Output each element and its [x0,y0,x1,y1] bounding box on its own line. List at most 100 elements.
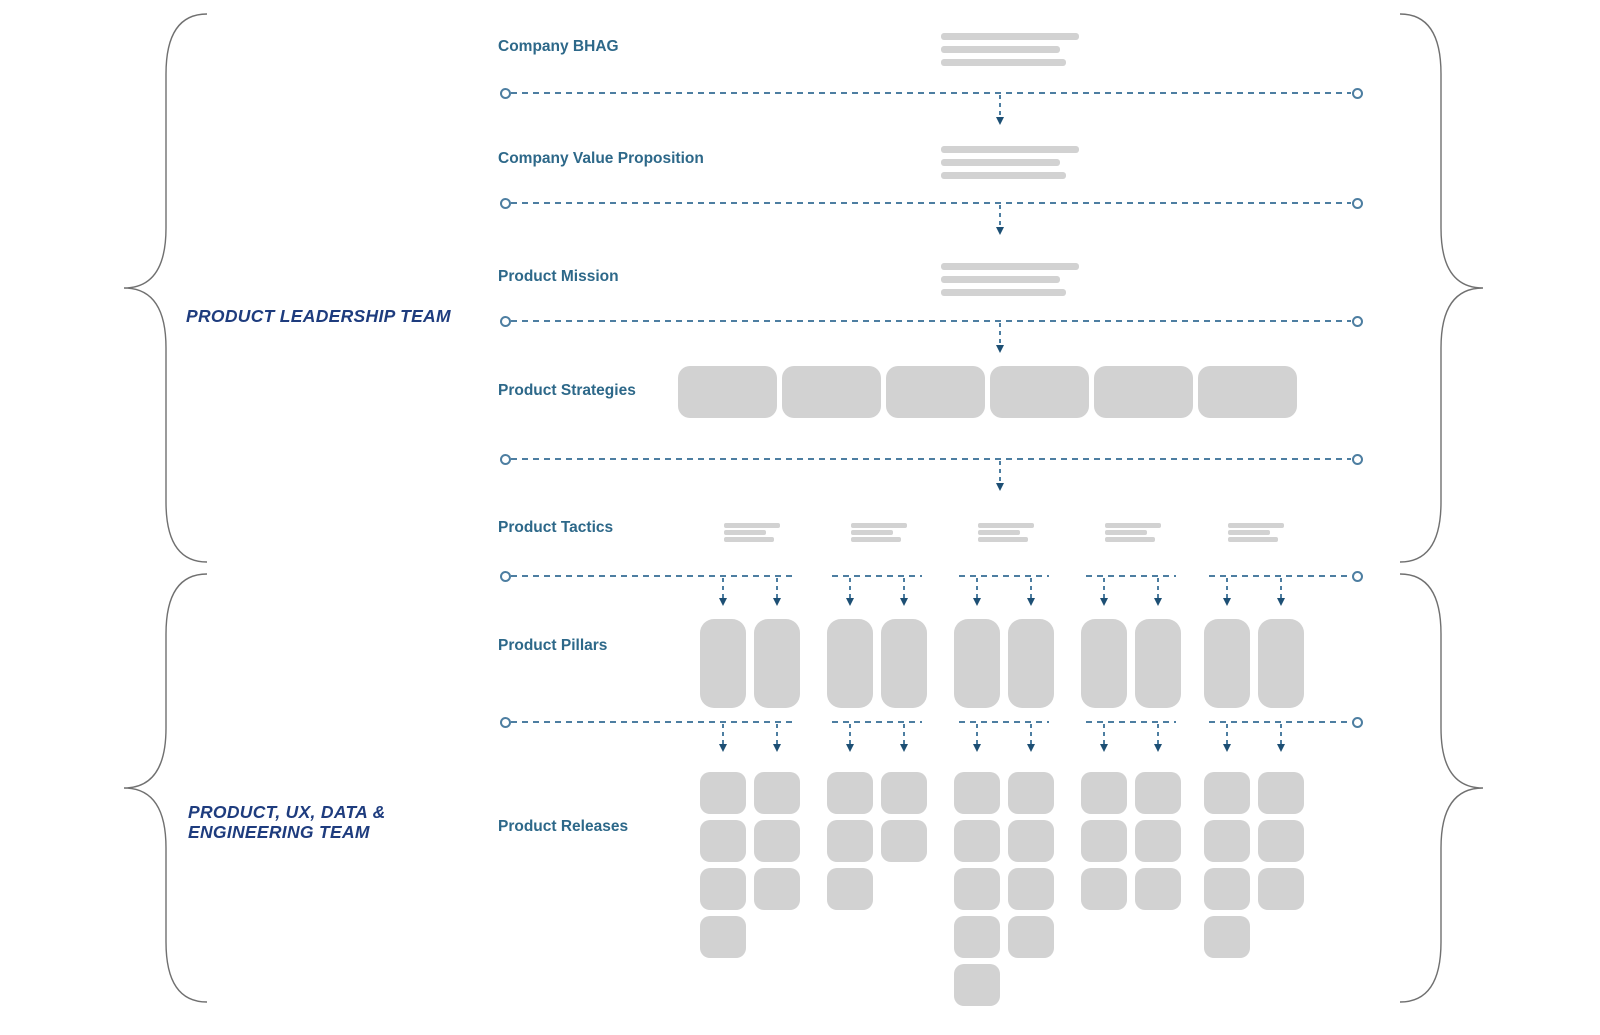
tactic-text-bar [851,537,901,542]
pillar-block [1135,619,1181,708]
down-arrowhead [973,744,981,752]
tactic-text-bar [1105,530,1147,535]
pillar-block [1081,619,1127,708]
divider-endpoint-circle [500,571,511,582]
text-placeholder-bar [941,33,1079,40]
strategy-block [1198,366,1297,418]
connector-dashed-line [999,205,1001,227]
connector-dashed-line [903,724,905,744]
text-placeholder-bar [941,59,1066,66]
release-block [954,772,1000,814]
down-arrowhead [1154,598,1162,606]
connector-dashed-line [999,461,1001,483]
down-arrowhead [973,598,981,606]
team-label-product-leadership: PRODUCT LEADERSHIP TEAM [186,306,451,326]
divider-endpoint-circle [500,454,511,465]
divider-dashed-line [832,575,922,577]
connector-dashed-line [776,724,778,744]
tactic-text-bar [724,530,766,535]
release-block [1135,820,1181,862]
connector-dashed-line [1157,724,1159,744]
release-block [1008,916,1054,958]
divider-dashed-line [511,202,1351,204]
tactic-text-bar [978,523,1034,528]
row-label-product-tactics: Product Tactics [498,519,614,536]
divider-endpoint-circle [1352,454,1363,465]
text-placeholder-bar [941,289,1066,296]
connector-dashed-line [1030,724,1032,744]
connector-dashed-line [1103,578,1105,598]
tactic-text-bar [1105,523,1161,528]
release-block [881,820,927,862]
divider-dashed-line [959,721,1049,723]
text-placeholder-bar [941,263,1079,270]
connector-dashed-line [776,578,778,598]
divider-dashed-line [1209,721,1351,723]
release-block [827,820,873,862]
release-block [1135,868,1181,910]
connector-dashed-line [849,724,851,744]
divider-dashed-line [832,721,922,723]
release-block [754,820,800,862]
strategy-block [1094,366,1193,418]
release-block [754,772,800,814]
strategy-block [990,366,1089,418]
connector-dashed-line [999,95,1001,117]
team-label-engineering-line1: PRODUCT, UX, DATA & [188,802,386,822]
connector-dashed-line [976,724,978,744]
connector-dashed-line [1226,724,1228,744]
connector-dashed-line [999,323,1001,345]
release-block [700,772,746,814]
team-label-engineering-line2: ENGINEERING TEAM [188,822,370,842]
text-placeholder-bar [941,172,1066,179]
strategy-block [678,366,777,418]
row-label-company-value-proposition: Company Value Proposition [498,150,704,167]
tactic-text-bar [978,537,1028,542]
release-block [1008,868,1054,910]
text-placeholder-bar [941,276,1060,283]
divider-dashed-line [511,721,795,723]
pillar-block [1008,619,1054,708]
release-block [1258,868,1304,910]
right-brace-engineering-team [1399,573,1484,1003]
pillar-block [1258,619,1304,708]
release-block [1258,772,1304,814]
tactic-text-bar [1228,537,1278,542]
connector-dashed-line [1103,724,1105,744]
divider-endpoint-circle [1352,717,1363,728]
tactic-text-bar [1228,530,1270,535]
down-arrowhead [1223,744,1231,752]
release-block [1204,868,1250,910]
down-arrowhead [1027,744,1035,752]
tactic-text-bar [851,530,893,535]
divider-endpoint-circle [1352,316,1363,327]
text-placeholder-bar [941,159,1060,166]
release-block [1204,820,1250,862]
divider-endpoint-circle [1352,198,1363,209]
text-placeholder-bar [941,46,1060,53]
tactic-text-bar [978,530,1020,535]
release-block [1081,868,1127,910]
down-arrowhead [900,744,908,752]
strategy-block [782,366,881,418]
release-block [1008,820,1054,862]
pillar-block [881,619,927,708]
down-arrowhead [846,598,854,606]
release-block [1008,772,1054,814]
tactic-text-bar [1228,523,1284,528]
tactic-text-bar [851,523,907,528]
release-block [700,916,746,958]
row-label-company-bhag: Company BHAG [498,38,619,55]
pillar-block [700,619,746,708]
tactic-text-bar [724,537,774,542]
release-block [827,868,873,910]
strategy-block [886,366,985,418]
tactic-text-bar [1105,537,1155,542]
connector-dashed-line [1280,578,1282,598]
release-block [954,868,1000,910]
down-arrowhead [996,227,1004,235]
down-arrowhead [1100,598,1108,606]
pillar-block [954,619,1000,708]
